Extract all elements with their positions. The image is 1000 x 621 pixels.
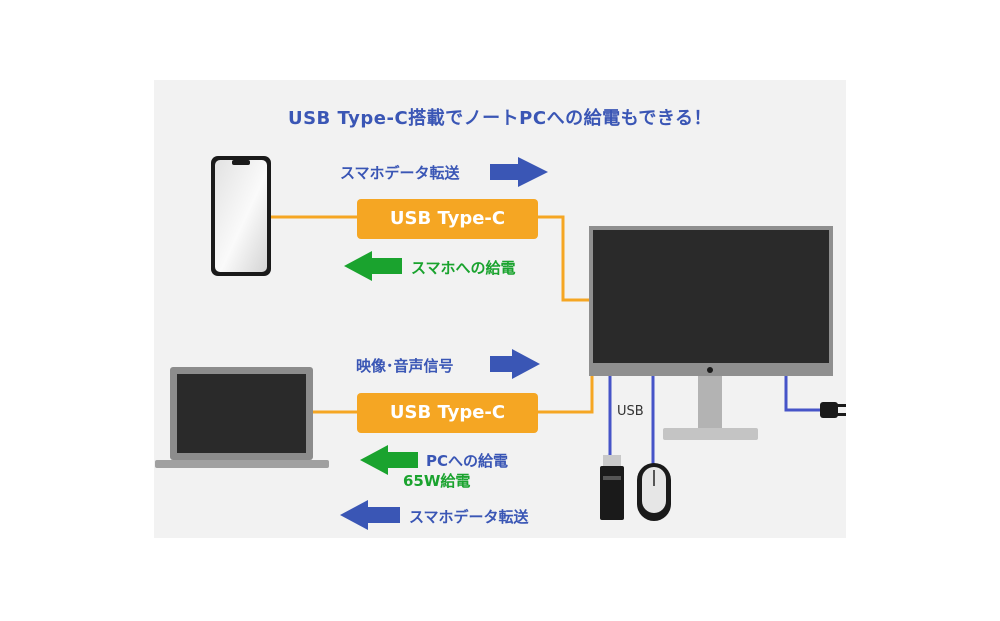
arrow-left-laptop-data [340, 500, 400, 530]
phone-cable [270, 215, 592, 302]
usb-drive-icon [600, 455, 624, 520]
label-video-audio: 映像･音声信号 [356, 357, 454, 375]
arrow-left-phone-charge [344, 251, 402, 281]
label-laptop-data-transfer: スマホデータ転送 [409, 508, 529, 526]
label-phone-data-transfer: スマホデータ転送 [340, 164, 460, 182]
power-cable [784, 375, 820, 412]
usb-type-c-label: USB Type-C [389, 402, 506, 423]
smartphone-icon [211, 156, 271, 276]
arrow-left-pc-charge [360, 445, 418, 475]
label-usb: USB [617, 404, 644, 419]
power-plug-icon [820, 402, 846, 418]
laptop-cable [313, 370, 594, 414]
usb-type-c-label: USB Type-C [389, 208, 506, 229]
diagram-title: USB Type-C搭載でノートPCへの給電もできる！ [287, 108, 713, 129]
monitor-icon [589, 226, 833, 440]
usb-type-c-box-phone: USB Type-C [357, 199, 538, 239]
mouse-icon [637, 463, 671, 521]
label-pc-charge: PCへの給電 [426, 452, 509, 470]
arrow-right-phone-data [490, 157, 548, 187]
laptop-icon [155, 367, 329, 468]
label-65w-power: 65W給電 [403, 472, 471, 490]
usb-cables [608, 375, 655, 465]
label-phone-charge: スマホへの給電 [411, 259, 516, 277]
usb-type-c-box-laptop: USB Type-C [357, 393, 538, 433]
arrow-right-video [490, 349, 540, 379]
